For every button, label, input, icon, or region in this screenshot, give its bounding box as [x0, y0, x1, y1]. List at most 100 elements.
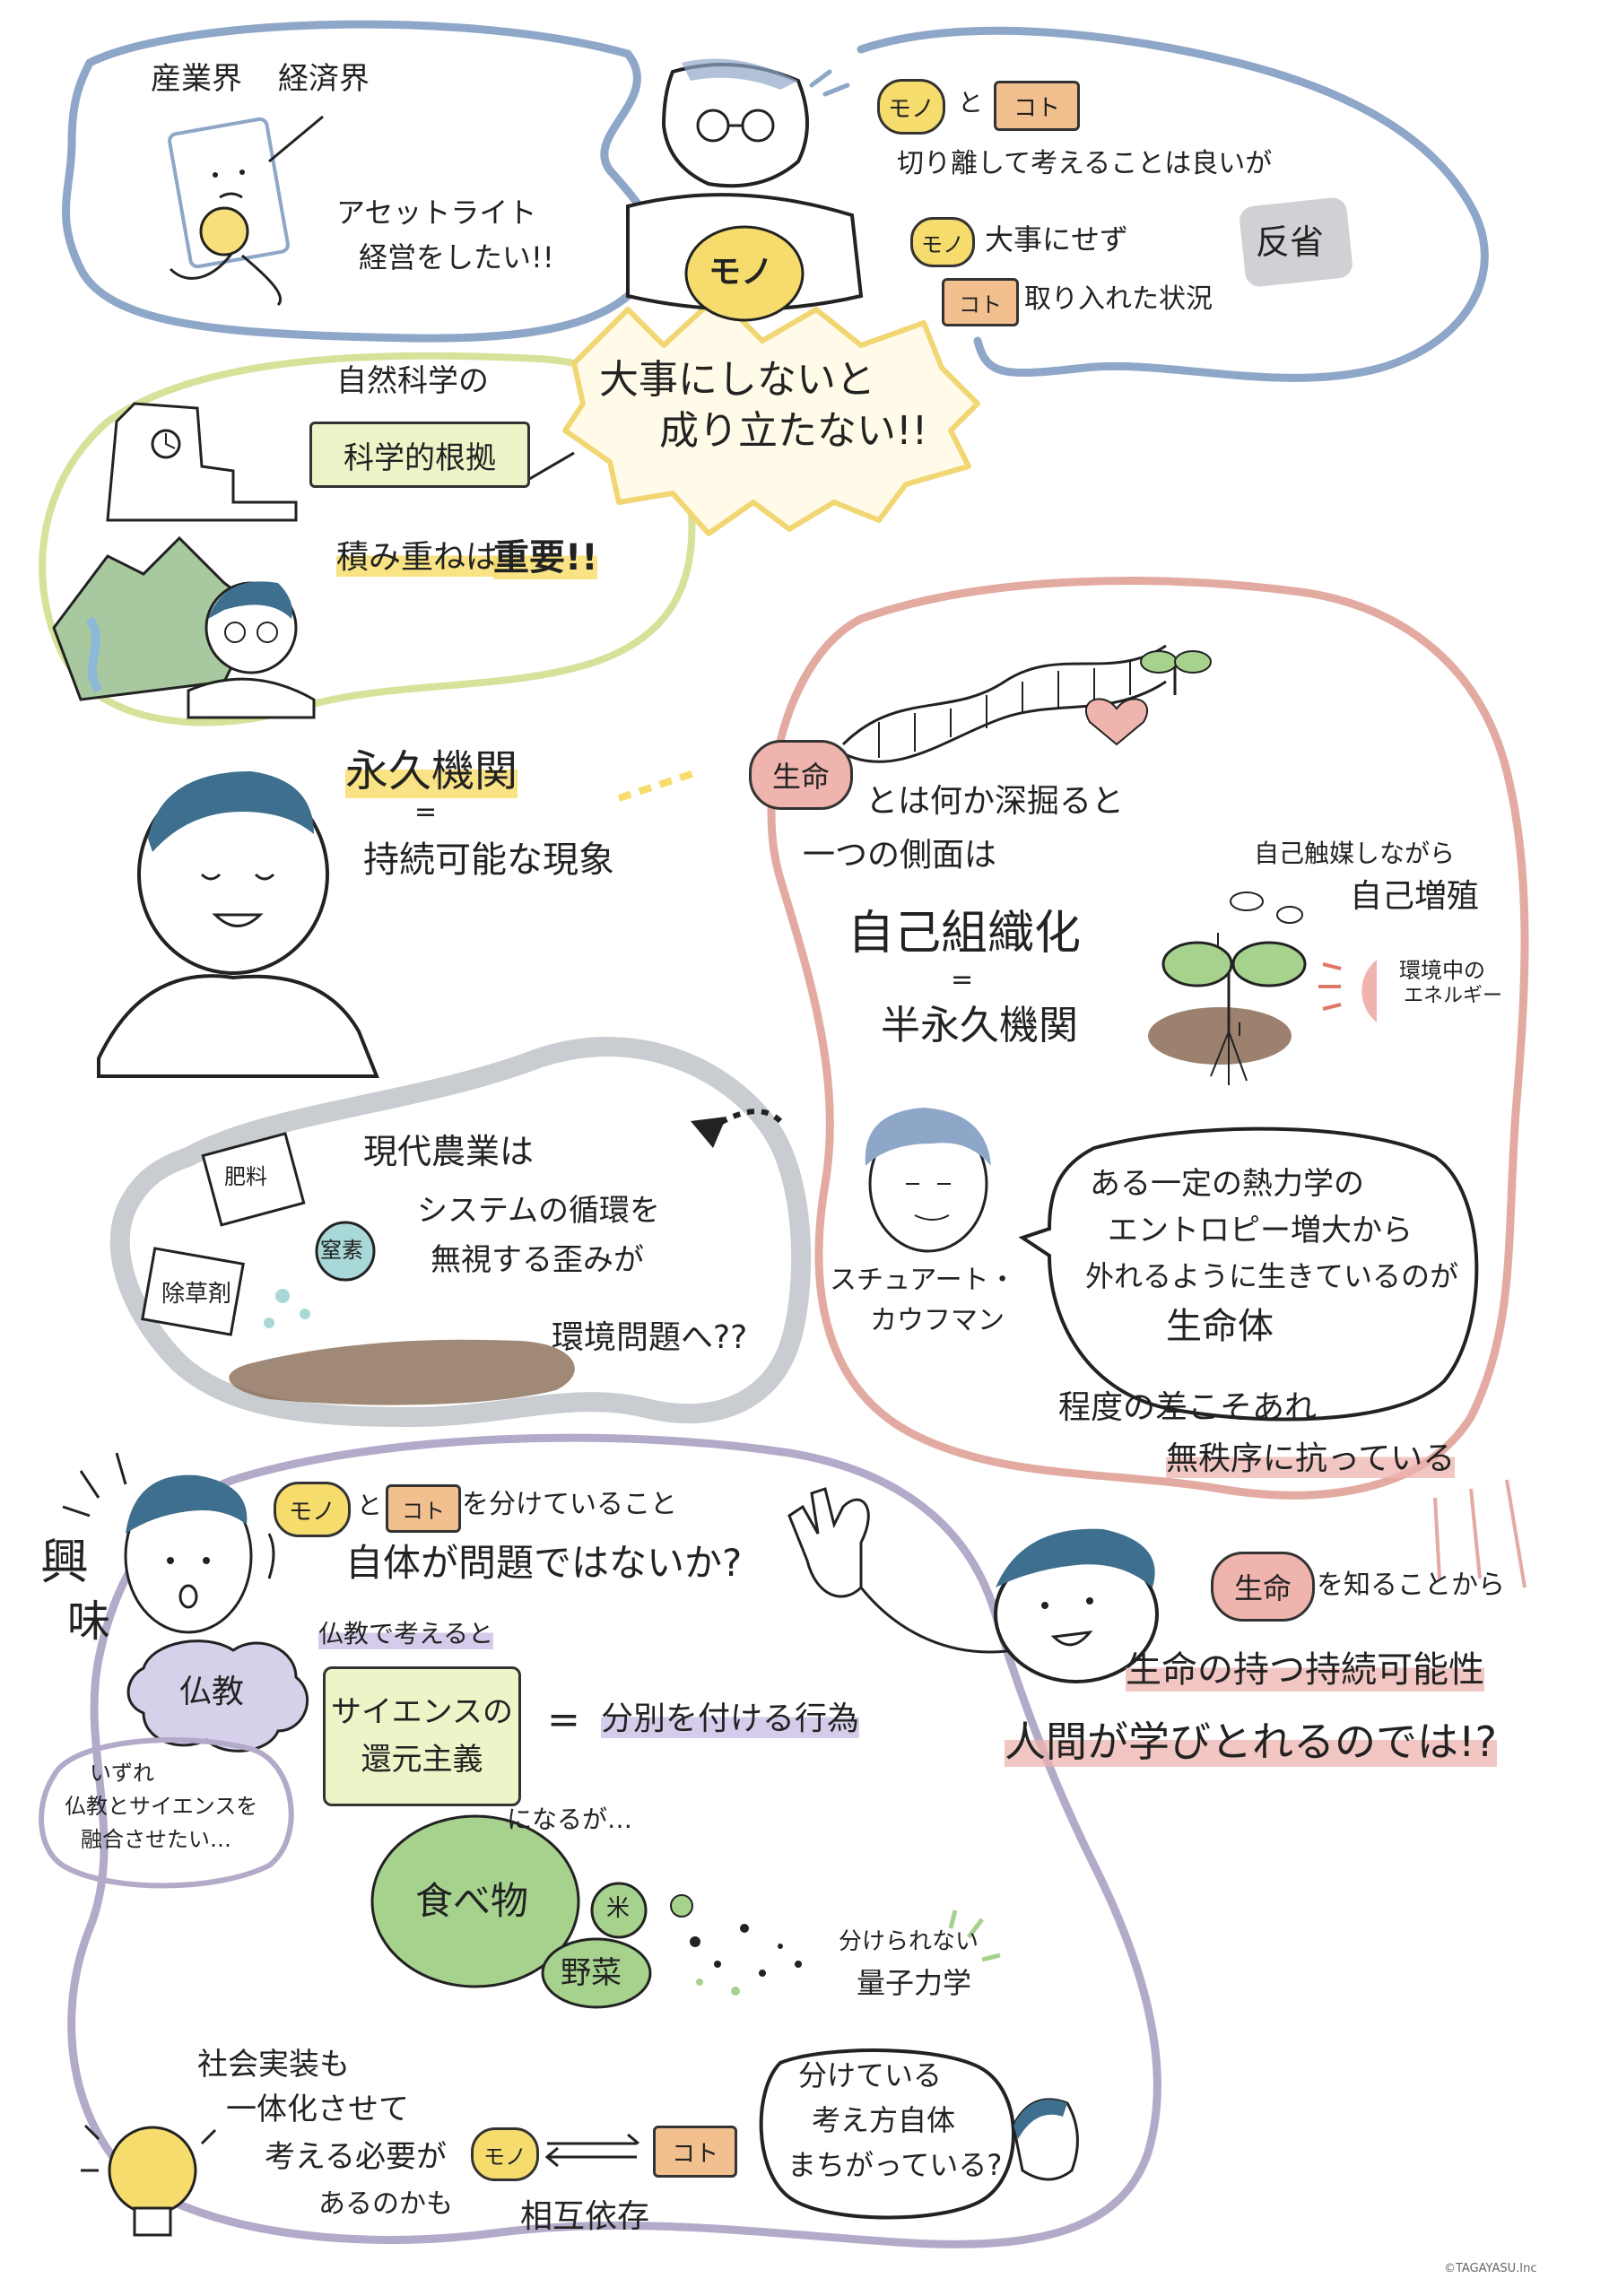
self-organization-label: 自己組織化 [848, 907, 1082, 961]
quantum-bubble [759, 2048, 1015, 2220]
kyomi-char-1: 興 [40, 1534, 89, 1590]
koto-tag-4: コト [653, 2126, 737, 2178]
industry-label: 産業界 [151, 61, 242, 97]
life-equals: = [951, 964, 974, 996]
kyomi-char-2: 味 [67, 1596, 111, 1647]
document-character-icon [168, 115, 324, 307]
perpetual-equals: = [414, 796, 438, 828]
mono-tag-3: モノ [274, 1482, 351, 1537]
speech-line-1: ある一定の熱力学の [1090, 1166, 1364, 1202]
heart-icon [1084, 698, 1149, 746]
fertilizer-bag-icon [201, 1132, 306, 1227]
cloud-blue-left [62, 20, 659, 343]
scientist-icon [187, 581, 316, 719]
self-catalysis-label: 自己触媒しながら [1254, 839, 1456, 868]
ignore-cycle-label: システムの循環を [417, 1193, 660, 1229]
lightbulb-icon [81, 2124, 217, 2237]
reflection-label: 反省 [1256, 222, 1325, 262]
quantum-label: 量子力学 [857, 1966, 972, 2000]
not-valued-label: 大事にせず [985, 222, 1129, 257]
cloud-purple [67, 1433, 1161, 2248]
from-knowing-label: を知ることから [1317, 1570, 1505, 1601]
important-label: 重要!! [493, 536, 598, 579]
nitrogen-badge [315, 1221, 376, 1282]
someday-bubble [39, 1737, 294, 1889]
sustainable-label: 持続可能な現象 [363, 839, 614, 881]
cloud-gray [109, 1037, 812, 1428]
rice-circle [590, 1882, 648, 1939]
asset-light-label: アセットライト [336, 196, 537, 230]
mono-tag-4: モノ [471, 2127, 539, 2181]
asset-light-label-2: 経営をしたい!! [359, 240, 554, 274]
speech-bubble [1018, 1126, 1479, 1422]
life-tag: 生命 [749, 740, 853, 810]
discrimination-label: 分別を付ける行為 [601, 1700, 860, 1739]
person-name-1: スチュアート・ [830, 1265, 1016, 1296]
indivisible-label: 分けられない [839, 1928, 979, 1955]
mono-ball-icon [684, 225, 805, 322]
food-label: 食べ物 [415, 1879, 529, 1923]
life-sustain-label: 生命の持つ持続可能性 [1126, 1648, 1484, 1692]
social-line-2: 一体化させて [226, 2092, 409, 2127]
herbicide-label: 除草剤 [161, 1281, 232, 1308]
sun-icon [1318, 960, 1377, 1022]
person-name-2: カウフマン [870, 1305, 1005, 1336]
building-mountain-icon [52, 402, 298, 701]
sweat-icon [809, 69, 850, 97]
social-line-3: 考える必要が [265, 2139, 447, 2175]
scientific-basis-box: 科学的根拠 [309, 422, 530, 488]
one-aspect-label: 一つの側面は [803, 837, 997, 874]
exclamation-burst [562, 293, 980, 536]
buddhism-bubble [126, 1639, 309, 1752]
dotted-connector [617, 768, 701, 802]
herbicide-bag-icon [141, 1247, 245, 1336]
reflection-box [1240, 197, 1353, 287]
dig-deep-label: とは何か深掘ると [866, 783, 1125, 820]
sprout-icon [1140, 650, 1212, 695]
separate-thinking-2: 考え方自体 [812, 2103, 956, 2137]
is-problem-label: 自体が問題ではないか? [345, 1541, 743, 1585]
polluted-soil-icon [229, 1339, 575, 1405]
buddhism-equals: = [547, 1697, 580, 1743]
resist-label: 無秩序に抗っている [1166, 1439, 1456, 1479]
natural-science-label: 自然科学の [336, 363, 489, 399]
mono-ball-label: モノ [709, 254, 774, 291]
arrow-head-icon [691, 1117, 726, 1148]
peeking-man-icon [1012, 2098, 1079, 2181]
plant-icon [1148, 933, 1307, 1085]
science-reduction-line-2: 還元主義 [361, 1742, 483, 1778]
food-circle [370, 1814, 580, 1988]
burst-line-1: 大事にしないと [599, 357, 875, 403]
credit-label: ©TAGAYASU.Inc [1444, 2262, 1537, 2275]
smiling-man-icon [97, 771, 379, 1078]
quantum-accent [948, 1909, 1001, 1962]
science-reduction-box: サイエンスの 還元主義 [323, 1666, 521, 1806]
koto-tag: コト [994, 81, 1080, 131]
interdependence-label: 相互依存 [520, 2198, 650, 2235]
life-tag-2: 生命 [1211, 1552, 1315, 1622]
env-problem-label: 環境問題へ?? [552, 1319, 748, 1356]
and-label-2: と [357, 1491, 383, 1520]
and-label: と [958, 88, 984, 117]
env-energy-2: エネルギー [1404, 985, 1503, 1007]
accumulation-label: 積み重ねは [336, 538, 499, 578]
vegetables-label: 野菜 [561, 1955, 622, 1991]
cloud-blue-right [857, 26, 1489, 382]
separating-label: を分けていること [462, 1489, 677, 1520]
becomes-but-label: になるが… [507, 1805, 633, 1834]
mono-tag-2: モノ [910, 217, 975, 267]
dna-icon [841, 644, 1167, 763]
modern-agri-label: 現代農業は [363, 1132, 535, 1171]
speech-line-4: 生命体 [1166, 1306, 1274, 1347]
env-energy-1: 環境中の [1399, 958, 1485, 983]
distortion-label: 無視する歪みが [431, 1242, 644, 1278]
clouds-small-icon [1230, 891, 1303, 924]
rice-label: 米 [606, 1895, 631, 1922]
fertilizer-label: 肥料 [224, 1164, 267, 1189]
happy-man-icon [994, 1528, 1159, 1683]
thinking-man-icon [62, 1452, 275, 1634]
degree-label: 程度の差こそあれ [1058, 1389, 1318, 1426]
dotted-arrow [707, 1109, 783, 1133]
buddhism-thinking-label: 仏教で考えると [318, 1619, 494, 1649]
